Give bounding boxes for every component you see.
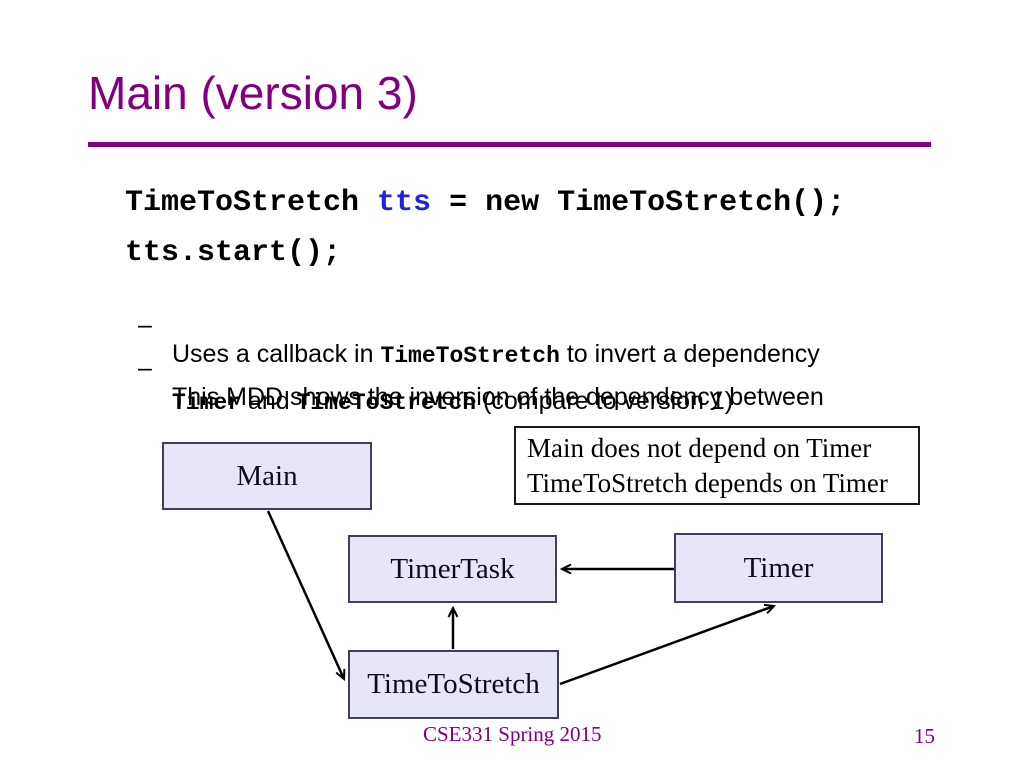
node-timertask-label: TimerTask bbox=[390, 552, 515, 585]
node-main: Main bbox=[162, 442, 372, 510]
bullet-dash: – bbox=[138, 311, 152, 339]
note-line-2: TimeToStretch depends on Timer bbox=[527, 468, 888, 498]
bullet-2-line-2-text: Timer and TimeToStretch (compare to vers… bbox=[172, 387, 733, 416]
node-main-label: Main bbox=[236, 459, 298, 492]
bullet-item-2-line-2: Timer and TimeToStretch (compare to vers… bbox=[0, 358, 733, 445]
bullet-1-pre: Uses a callback in bbox=[172, 340, 381, 368]
bullet-dash: – bbox=[138, 354, 152, 382]
bullet-item-2-line-1: – This MDD shows the inversion of the de… bbox=[0, 325, 824, 441]
code-segment: TimeToStretch bbox=[125, 186, 378, 220]
bullet-2-post: (compare to version 1) bbox=[476, 387, 734, 415]
code-line-2: tts.start(); bbox=[125, 236, 342, 270]
bullet-item-1: – Uses a callback in TimeToStretch to in… bbox=[0, 282, 820, 398]
edge-main-to-timetostretch bbox=[266, 510, 346, 682]
node-timetostretch: TimeToStretch bbox=[348, 650, 559, 719]
footer-course-label: CSE331 Spring 2015 bbox=[423, 722, 602, 746]
code-variable: tts bbox=[377, 186, 432, 220]
bullet-1-code: TimeToStretch bbox=[380, 343, 560, 369]
bullet-1-text: Uses a callback in TimeToStretch to inve… bbox=[172, 340, 820, 369]
node-timetostretch-label: TimeToStretch bbox=[367, 668, 540, 700]
node-timer-label: Timer bbox=[743, 551, 814, 584]
node-timer: Timer bbox=[674, 533, 883, 603]
note-line-1: Main does not depend on Timer bbox=[527, 433, 872, 463]
bullet-1-post: to invert a dependency bbox=[559, 340, 820, 368]
bullet-2-code-tts: TimeToStretch bbox=[296, 390, 477, 416]
annotation-note: Main does not depend on Timer TimeToStre… bbox=[514, 426, 920, 505]
edge-timetostretch-to-timer bbox=[559, 603, 777, 686]
page-title: Main (version 3) bbox=[88, 67, 418, 119]
bullet-2-mid: and bbox=[241, 387, 297, 415]
code-segment: = new TimeToStretch(); bbox=[431, 186, 846, 220]
node-timertask: TimerTask bbox=[348, 535, 557, 603]
code-line-1: TimeToStretch tts = new TimeToStretch(); bbox=[125, 186, 845, 220]
bullet-2-line-1-text: This MDD shows the inversion of the depe… bbox=[172, 383, 824, 411]
title-underline bbox=[88, 142, 931, 147]
footer-page-number: 15 bbox=[914, 724, 935, 748]
bullet-2-code-timer: Timer bbox=[172, 390, 242, 416]
